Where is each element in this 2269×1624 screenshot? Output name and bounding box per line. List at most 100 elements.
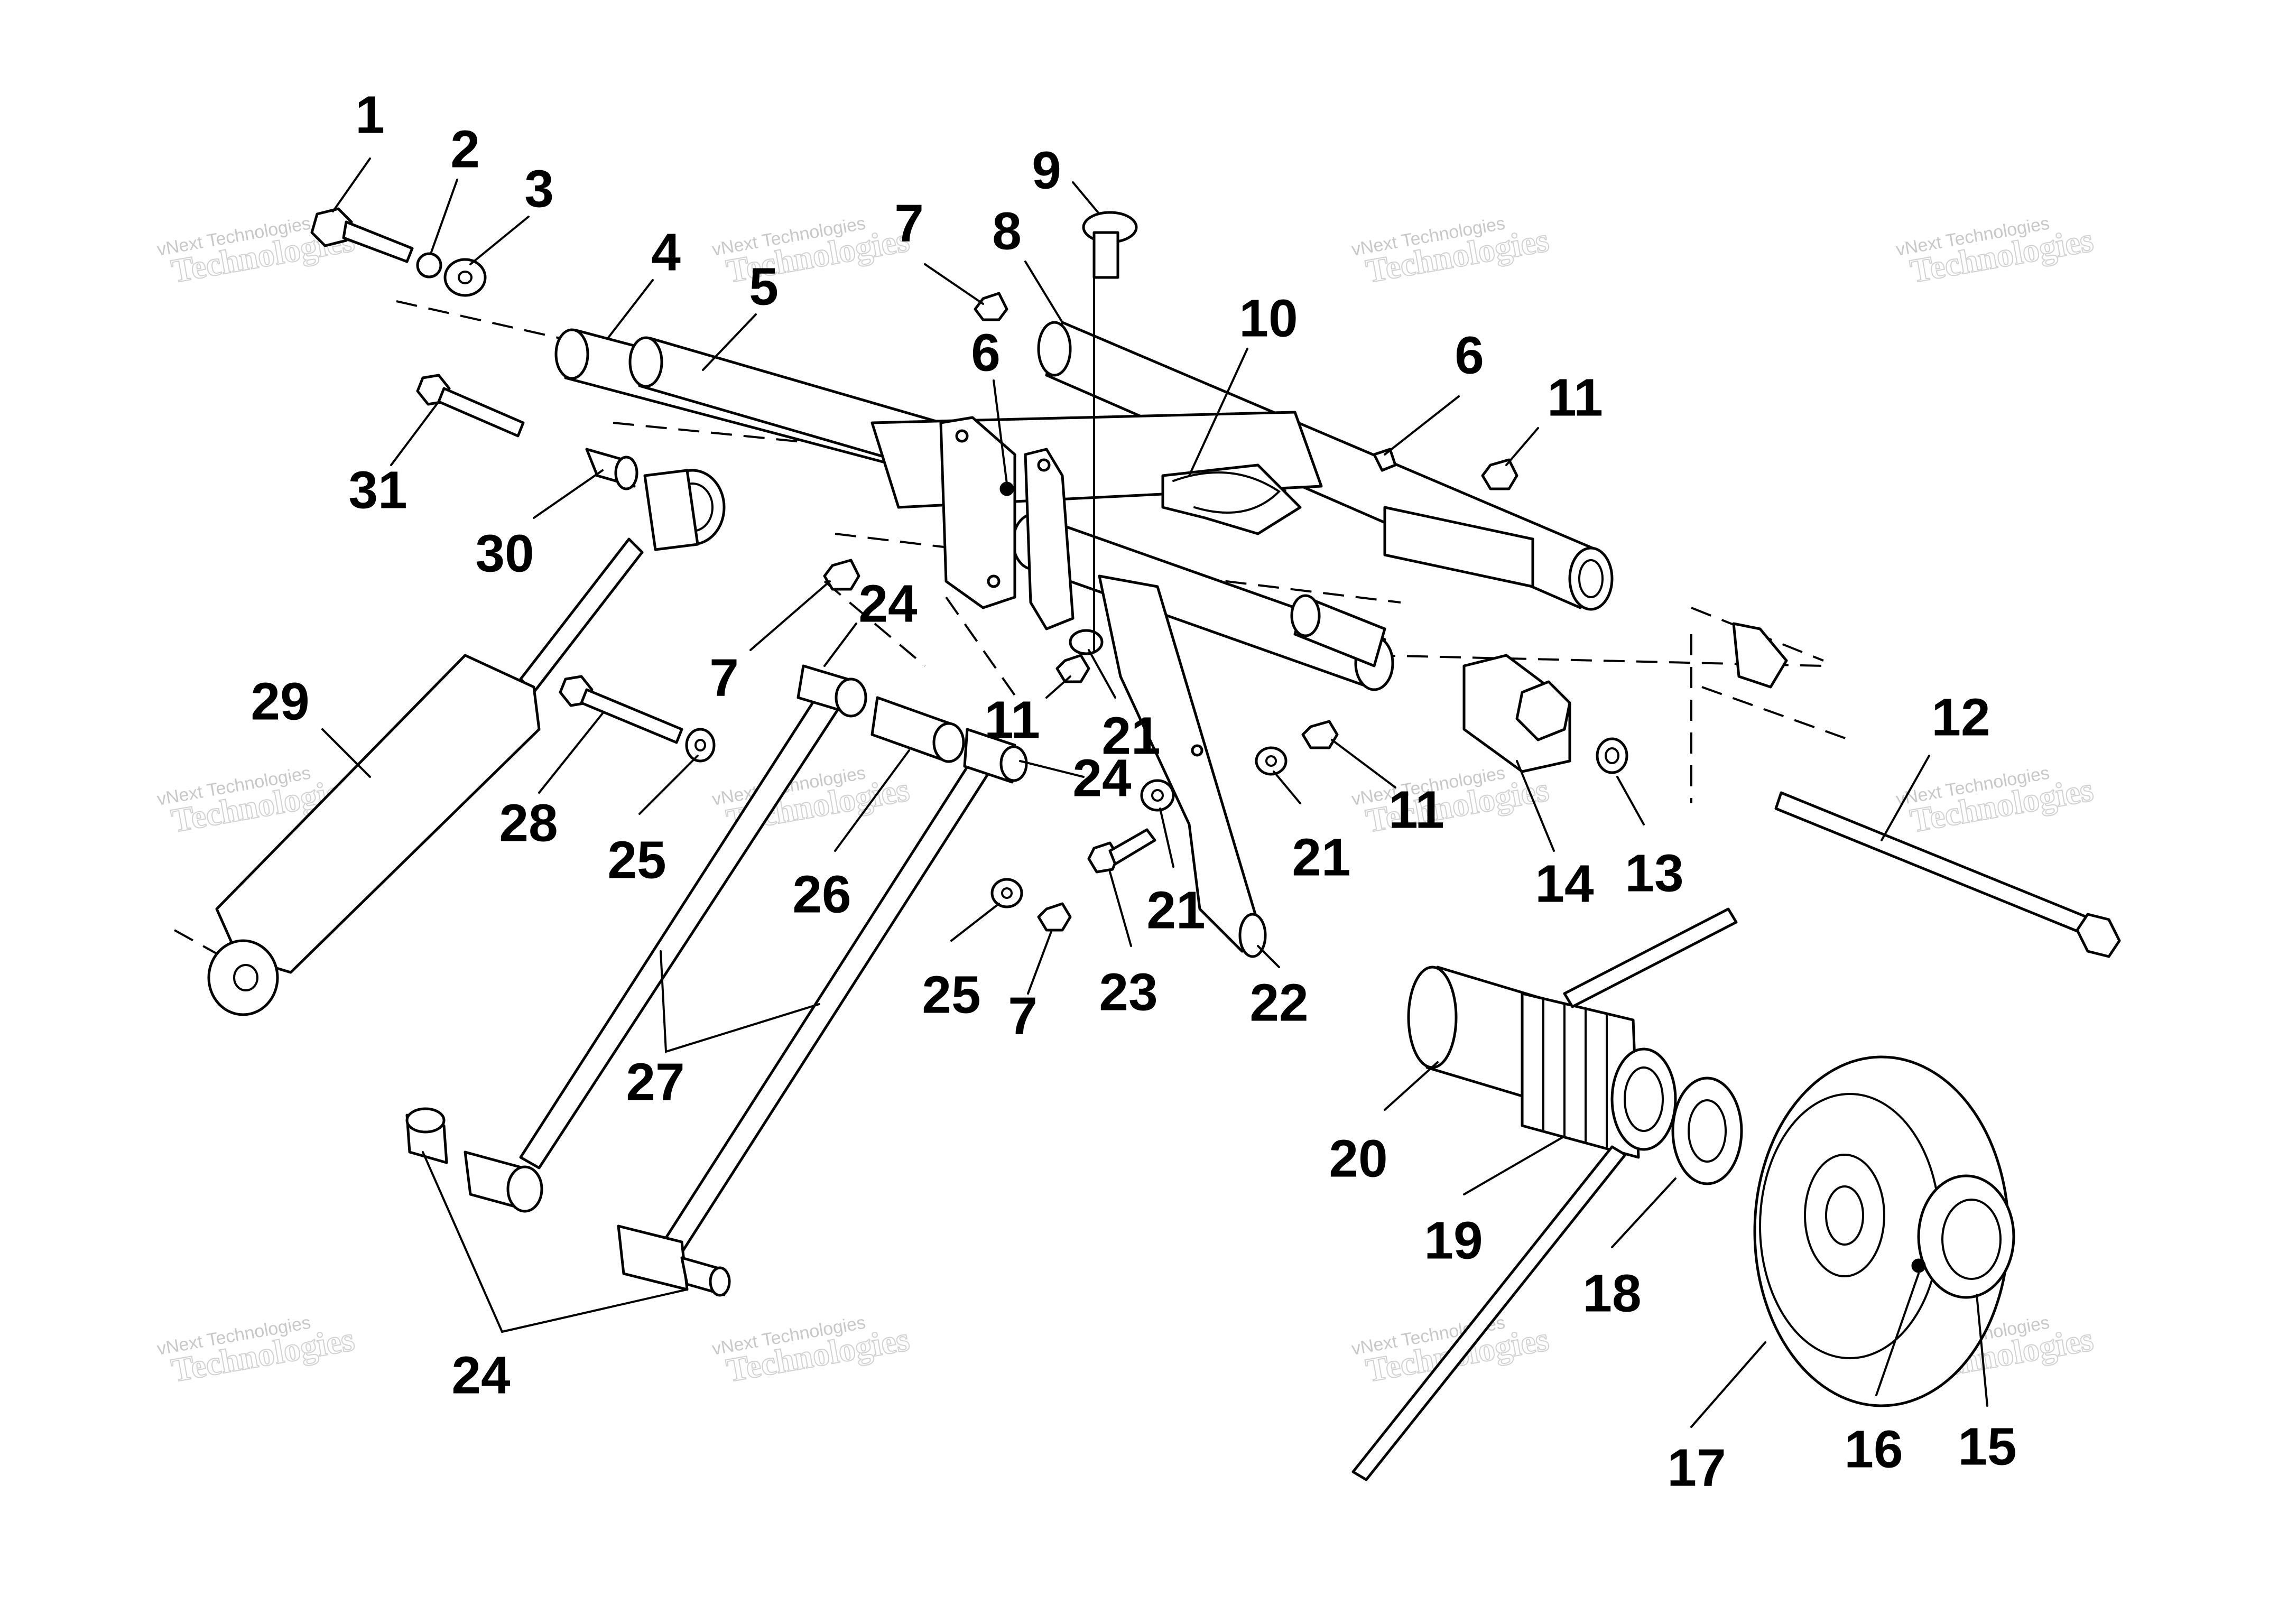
washer-25-right [990, 878, 1023, 908]
callout-6a: 6 [971, 323, 1001, 382]
callout-18: 18 [1582, 1264, 1641, 1323]
leader-6b [1384, 395, 1460, 456]
spring-19-coils [1521, 992, 1640, 1159]
plate-hole [987, 574, 1001, 588]
sleeve-30-end [614, 456, 638, 490]
sleeve-30 [585, 448, 638, 490]
nut-7-left [823, 559, 860, 591]
rod-end-sleeve-lower-face [999, 745, 1028, 782]
callout-11b: 11 [984, 690, 1040, 749]
callout-6b: 6 [1455, 326, 1484, 385]
washer-21-top [1069, 629, 1104, 655]
shock-dashed-line [174, 929, 223, 958]
callout-23: 23 [1099, 962, 1157, 1022]
bolt-1 [310, 207, 414, 263]
callout-3: 3 [524, 159, 554, 218]
lower-rod-bushing-face [709, 1266, 731, 1297]
pivot-arm-hole [1191, 744, 1203, 757]
shaft-8-right-end [1568, 546, 1614, 611]
washer-13 [1596, 737, 1628, 774]
plate-hole [955, 429, 969, 443]
shock-rod [519, 537, 644, 694]
callout-22: 22 [1249, 973, 1308, 1032]
bushing-24-pair [405, 1107, 448, 1164]
callout-21a: 21 [1101, 706, 1160, 765]
frame-rail-right [1383, 506, 1534, 588]
watermark: vNext Technologies Technologies [710, 1312, 912, 1389]
callout-8: 8 [992, 201, 1022, 261]
shaft-stub-end [1290, 594, 1321, 637]
leader-12 [1881, 755, 1930, 841]
leader-2 [430, 179, 458, 255]
leader-lines [321, 157, 1988, 1428]
callout-5: 5 [749, 257, 779, 316]
washer-25-left [685, 728, 716, 763]
leader-8 [1024, 261, 1063, 323]
carriage-bolt-9 [1082, 211, 1138, 279]
shock-bottom-eye [207, 939, 279, 1016]
left-mount-plate [939, 416, 1016, 609]
torsion-spring-19 [1351, 907, 1738, 1481]
leader-21a [1088, 649, 1116, 699]
bolt-9-shank [1092, 231, 1119, 279]
bolt-28-shank [580, 688, 683, 744]
wheel-17-hub [1804, 1154, 1885, 1277]
leader-17 [1690, 1341, 1766, 1428]
leader-13 [1616, 776, 1645, 825]
leader-30 [533, 469, 604, 519]
spacer-26 [870, 696, 965, 763]
callout-27: 27 [626, 1052, 684, 1111]
leader-19 [1463, 1135, 1566, 1195]
bolt-12 [1774, 791, 2121, 958]
callout-29: 29 [251, 672, 309, 731]
leader-18 [1611, 1177, 1677, 1248]
callout-11c: 11 [1388, 780, 1444, 839]
callout-21b: 21 [1146, 880, 1205, 940]
callout-24a: 24 [858, 574, 918, 633]
watermark: vNext Technologies Technologies [155, 1312, 357, 1389]
callout-7a: 7 [894, 193, 924, 253]
spring-19-coil-lines [1542, 998, 1608, 1148]
leader-14 [1516, 760, 1555, 852]
callout-24b: 24 [1072, 748, 1132, 808]
frame-dashed-line [823, 580, 926, 667]
leader-21c [1273, 771, 1301, 804]
washer-21-right [1255, 746, 1288, 776]
leader-15 [1976, 1294, 1988, 1407]
washer-21-mid-hole [1151, 789, 1164, 802]
callout-7c: 7 [1008, 986, 1038, 1045]
leader-27 [660, 950, 820, 1053]
shaft-8-end [1037, 321, 1072, 377]
leader-29 [321, 728, 371, 778]
leader-6a [993, 379, 1008, 485]
callout-31: 31 [348, 460, 407, 519]
callout-25a: 25 [607, 830, 666, 889]
leader-3 [469, 216, 530, 265]
leader-7a [924, 263, 984, 305]
watermark: vNext Technologies Technologies [1894, 763, 2096, 840]
watermark: vNext Technologies Technologies [710, 213, 912, 290]
spacer-26-end [932, 722, 965, 763]
leader-23 [1109, 871, 1132, 947]
bushing-24-left-top [405, 1107, 446, 1134]
pivot-arm [1098, 574, 1265, 953]
callout-21c: 21 [1292, 828, 1350, 887]
washer-18-body [1671, 1077, 1743, 1185]
hex-nut-14 [1515, 680, 1571, 741]
bolt-28 [559, 675, 683, 744]
washer-13-hole [1605, 747, 1619, 764]
callout-4: 4 [651, 222, 681, 282]
nut-7-lower [1037, 902, 1072, 932]
callout-15: 15 [1958, 1417, 2016, 1476]
lock-washer-2 [416, 252, 442, 279]
nut-7-top [974, 292, 1008, 321]
callout-1: 1 [355, 85, 385, 144]
callout-30: 30 [475, 524, 534, 583]
callout-12: 12 [1931, 688, 1990, 747]
leader-11a [1505, 427, 1539, 466]
washer-3 [443, 258, 487, 297]
spring-19-bore [1624, 1066, 1664, 1132]
leader-16 [1875, 1273, 1920, 1396]
callout-13: 13 [1625, 843, 1683, 903]
right-bracket [1732, 622, 1788, 689]
